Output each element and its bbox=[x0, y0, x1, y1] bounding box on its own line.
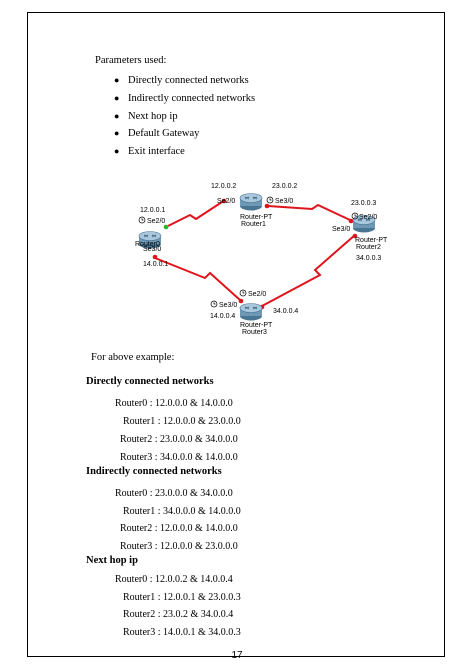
parameter-item: Indirectly connected networks bbox=[128, 93, 256, 104]
section-line: Router3 : 34.0.0.0 & 14.0.0.0 bbox=[120, 452, 238, 463]
link-r0-r1 bbox=[167, 201, 223, 227]
r1-port-left: Se2/0 bbox=[217, 198, 235, 205]
r3-port-top: Se2/0 bbox=[248, 291, 266, 298]
parameter-item: Next hop ip bbox=[128, 111, 178, 122]
section-heading: Indirectly connected networks bbox=[86, 466, 222, 477]
section-line: Router0 : 12.0.0.2 & 14.0.0.4 bbox=[115, 574, 233, 585]
clock-icon bbox=[351, 212, 359, 220]
r3-model: Router-PT bbox=[240, 322, 273, 329]
link-r0-r3 bbox=[154, 257, 241, 301]
link-r2-r3 bbox=[261, 234, 356, 307]
bullet: ● bbox=[114, 75, 120, 85]
bullet: ● bbox=[114, 93, 120, 103]
clock-icon bbox=[210, 300, 218, 308]
page-number: 17 bbox=[231, 650, 243, 661]
link-status-indicator bbox=[348, 218, 354, 224]
section-line: Router0 : 23.0.0.0 & 34.0.0.0 bbox=[115, 488, 233, 499]
section-line: Router3 : 12.0.0.0 & 23.0.0.0 bbox=[120, 541, 238, 552]
r3-ip-right: 34.0.0.4 bbox=[273, 308, 298, 315]
link-status-indicator bbox=[238, 298, 244, 304]
router3-icon bbox=[239, 303, 263, 321]
r0-ip-bottom: 14.0.0.1 bbox=[143, 261, 168, 268]
section-line: Router1 : 12.0.0.0 & 23.0.0.0 bbox=[123, 416, 241, 427]
section-line: Router1 : 12.0.0.1 & 23.0.0.3 bbox=[123, 592, 241, 603]
link-status-indicator bbox=[264, 203, 270, 209]
r0-ip-top: 12.0.0.1 bbox=[140, 207, 165, 214]
r2-port-top: Se2/0 bbox=[359, 214, 377, 221]
page-border bbox=[27, 12, 445, 657]
section-line: Router0 : 12.0.0.0 & 14.0.0.0 bbox=[115, 398, 233, 409]
bullet: ● bbox=[114, 128, 120, 138]
r2-ip-top: 23.0.0.3 bbox=[351, 200, 376, 207]
intro-text: Parameters used: bbox=[95, 55, 167, 66]
router1-icon bbox=[239, 193, 263, 211]
r0-port-bottom: Se3/0 bbox=[143, 246, 161, 253]
r1-port-right: Se3/0 bbox=[275, 198, 293, 205]
r1-label: Router1 bbox=[241, 221, 266, 228]
r1-model: Router-PT bbox=[240, 214, 273, 221]
r1-ip-right: 23.0.0.2 bbox=[272, 183, 297, 190]
r0-label: Router0 bbox=[135, 241, 160, 248]
section-line: Router2 : 12.0.0.0 & 14.0.0.0 bbox=[120, 523, 238, 534]
section-line: Router2 : 23.0.2 & 34.0.0.4 bbox=[123, 609, 234, 620]
r3-label: Router3 bbox=[242, 329, 267, 336]
example-caption: For above example: bbox=[91, 352, 175, 363]
r2-model: Router-PT bbox=[355, 237, 388, 244]
section-line: Router1 : 34.0.0.0 & 14.0.0.0 bbox=[123, 506, 241, 517]
r2-ip-bottom: 34.0.0.3 bbox=[356, 255, 381, 262]
r0-port-top: Se2/0 bbox=[147, 218, 165, 225]
r2-port-left: Se3/0 bbox=[332, 226, 350, 233]
parameter-item: Directly connected networks bbox=[128, 75, 249, 86]
r3-port-left: Se3/0 bbox=[219, 302, 237, 309]
r1-ip-left: 12.0.0.2 bbox=[211, 183, 236, 190]
clock-icon bbox=[266, 196, 274, 204]
parameter-item: Default Gateway bbox=[128, 128, 200, 139]
r3-ip-left: 14.0.0.4 bbox=[210, 313, 235, 320]
link-status-indicator bbox=[221, 198, 227, 204]
r2-label: Router2 bbox=[356, 244, 381, 251]
section-line: Router3 : 14.0.0.1 & 34.0.0.3 bbox=[123, 627, 241, 638]
bullet: ● bbox=[114, 146, 120, 156]
link-status-indicator bbox=[163, 224, 169, 230]
section-heading: Next hop ip bbox=[86, 555, 138, 566]
clock-icon bbox=[239, 289, 247, 297]
link-status-indicator bbox=[352, 233, 358, 239]
bullet: ● bbox=[114, 111, 120, 121]
section-heading: Directly connected networks bbox=[86, 376, 214, 387]
clock-icon bbox=[138, 216, 146, 224]
parameter-item: Exit interface bbox=[128, 146, 185, 157]
link-r1-r2 bbox=[267, 203, 351, 221]
link-status-indicator bbox=[152, 254, 158, 260]
section-line: Router2 : 23.0.0.0 & 34.0.0.0 bbox=[120, 434, 238, 445]
